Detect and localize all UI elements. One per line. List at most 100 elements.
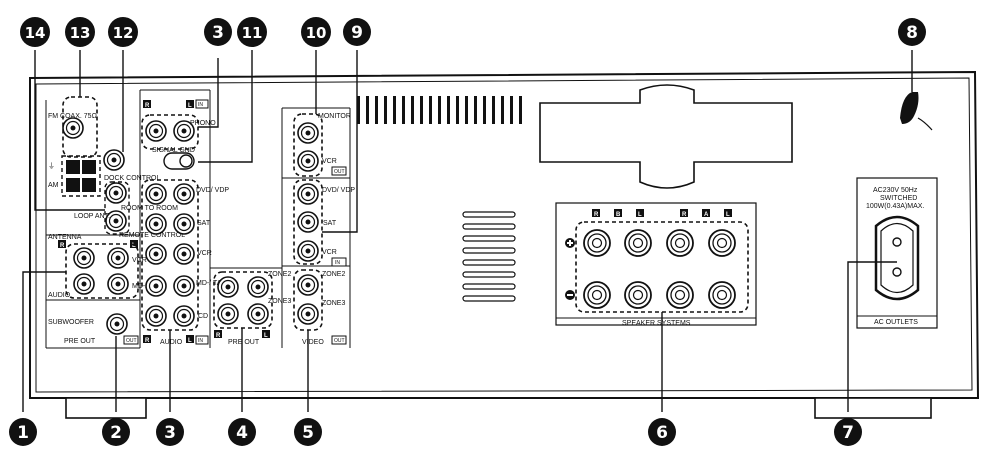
svg-text:OUT: OUT	[334, 169, 345, 175]
svg-text:L: L	[188, 103, 192, 109]
svg-text:10: 10	[306, 24, 327, 42]
zone-pre-out-panel: ZONE2 ZONE3 R L PRE OUT	[210, 108, 291, 348]
vcr-video-in-jack[interactable]	[297, 240, 319, 262]
heatsink-slots	[462, 211, 516, 302]
svg-text:VCR: VCR	[132, 257, 147, 264]
svg-text:CD: CD	[198, 313, 208, 320]
vcr-audio-l-jack[interactable]	[107, 247, 129, 269]
svg-text:L: L	[264, 333, 268, 339]
zone2-video-jack[interactable]	[297, 274, 319, 296]
dvd-video-in-jack[interactable]	[297, 183, 319, 205]
svg-text:AC OUTLETS: AC OUTLETS	[874, 319, 918, 326]
sat-l-jack[interactable]	[173, 213, 195, 235]
ac-outlet-panel: AC230V 50Hz SWITCHED 100W(0.43A)MAX. AC …	[856, 177, 938, 329]
callout-5: 5	[294, 418, 322, 446]
svg-text:8: 8	[906, 23, 918, 43]
plus-symbol	[565, 238, 575, 248]
tape-audio-l-jack[interactable]	[107, 273, 129, 295]
svg-text:L: L	[638, 212, 642, 218]
tape-r-jack[interactable]	[145, 275, 167, 297]
svg-text:13: 13	[70, 24, 91, 42]
dvd-l-jack[interactable]	[173, 183, 195, 205]
svg-text:R: R	[682, 212, 687, 218]
vcr-video-out-jack[interactable]	[297, 150, 319, 172]
sat-video-in-jack[interactable]	[297, 211, 319, 233]
tape-audio-r-jack[interactable]	[73, 273, 95, 295]
svg-text:100W(0.43A)MAX.: 100W(0.43A)MAX.	[866, 203, 924, 210]
svg-text:14: 14	[25, 24, 46, 42]
speaker-b-r-minus-terminal[interactable]	[583, 281, 611, 309]
svg-text:SAT: SAT	[197, 220, 211, 227]
callout-1-box	[65, 243, 139, 299]
svg-text:12: 12	[113, 24, 134, 42]
svg-text:MONITOR: MONITOR	[318, 113, 351, 120]
svg-text:A: A	[704, 212, 709, 218]
audio-label: AUDIO	[48, 292, 71, 299]
zone2-l-jack[interactable]	[247, 276, 269, 298]
svg-text:ZONE2: ZONE2	[322, 271, 345, 278]
svg-text:ZONE3: ZONE3	[322, 300, 345, 307]
leader-lines	[22, 50, 913, 412]
speaker-systems-label: SPEAKER SYSTEMS	[622, 320, 691, 327]
svg-text:VIDEO: VIDEO	[302, 339, 324, 346]
callouts: 1 2 3 4 5 6 7 14 13 12 3 11 10 9 8	[9, 17, 926, 446]
vcr-r-jack[interactable]	[145, 243, 167, 265]
svg-text:IN: IN	[198, 338, 203, 344]
am-terminals[interactable]	[61, 155, 101, 197]
signal-gnd-label: SIGNAL GND	[152, 147, 195, 154]
room-to-room-label: ROOM TO ROOM	[121, 205, 178, 212]
signal-gnd-terminal[interactable]	[163, 152, 195, 170]
svg-text:IN: IN	[335, 260, 340, 266]
zone3-video-jack[interactable]	[297, 303, 319, 325]
svg-text:5: 5	[302, 423, 314, 443]
callout-9: 9	[343, 18, 371, 46]
tape-l-jack[interactable]	[173, 275, 195, 297]
subwoofer-jack[interactable]	[106, 313, 128, 335]
dock-control-label: DOCK CONTROL	[104, 175, 161, 182]
minus-symbol	[565, 290, 575, 300]
room-to-room-jack[interactable]	[105, 182, 127, 204]
speaker-a-l-plus-terminal[interactable]	[708, 229, 736, 257]
speaker-a-r-minus-terminal[interactable]	[666, 281, 694, 309]
speaker-b-r-plus-terminal[interactable]	[583, 229, 611, 257]
pre-out-label: PRE OUT	[64, 338, 96, 345]
svg-text:3: 3	[212, 23, 224, 43]
callout-8: 8	[898, 18, 926, 46]
fm-coax-jack[interactable]	[62, 117, 84, 139]
svg-text:AC230V 50Hz: AC230V 50Hz	[873, 187, 918, 194]
zone3-r-jack[interactable]	[217, 303, 239, 325]
left-panel: FM COAX. 75Ω ⏚ AM DOCK CONTROL ROOM TO R…	[45, 96, 185, 349]
speaker-a-r-plus-terminal[interactable]	[666, 229, 694, 257]
phono-r-jack[interactable]	[145, 120, 167, 142]
cd-l-jack[interactable]	[173, 305, 195, 327]
speaker-b-l-plus-terminal[interactable]	[624, 229, 652, 257]
loop-ant-label: LOOP ANT.	[74, 213, 110, 220]
svg-text:L: L	[132, 243, 136, 249]
dvd-r-jack[interactable]	[145, 183, 167, 205]
vcr-audio-r-jack[interactable]	[73, 247, 95, 269]
sat-r-jack[interactable]	[145, 213, 167, 235]
remote-control-label: REMOTE CONTROL	[119, 232, 185, 239]
left-foot	[65, 397, 147, 419]
zone2-r-jack[interactable]	[217, 276, 239, 298]
dock-control-jack[interactable]	[103, 149, 125, 171]
svg-text:R: R	[145, 338, 150, 344]
zone3-l-jack[interactable]	[247, 303, 269, 325]
svg-text:VCR: VCR	[322, 158, 337, 165]
svg-text:11: 11	[242, 24, 263, 42]
cd-r-jack[interactable]	[145, 305, 167, 327]
callout-7: 7	[834, 418, 862, 446]
svg-text:3: 3	[164, 423, 176, 443]
svg-text:SAT: SAT	[323, 220, 337, 227]
callout-1: 1	[9, 418, 37, 446]
speaker-b-l-minus-terminal[interactable]	[624, 281, 652, 309]
ac-outlet-socket[interactable]	[874, 215, 920, 301]
svg-text:R: R	[60, 243, 65, 249]
svg-text:6: 6	[656, 423, 668, 443]
monitor-out-jack[interactable]	[297, 122, 319, 144]
vcr-l-jack[interactable]	[173, 243, 195, 265]
fm-ground-symbol: ⏚	[48, 162, 55, 170]
speaker-a-l-minus-terminal[interactable]	[708, 281, 736, 309]
svg-text:OUT: OUT	[334, 338, 345, 344]
cover-plate	[539, 84, 793, 189]
